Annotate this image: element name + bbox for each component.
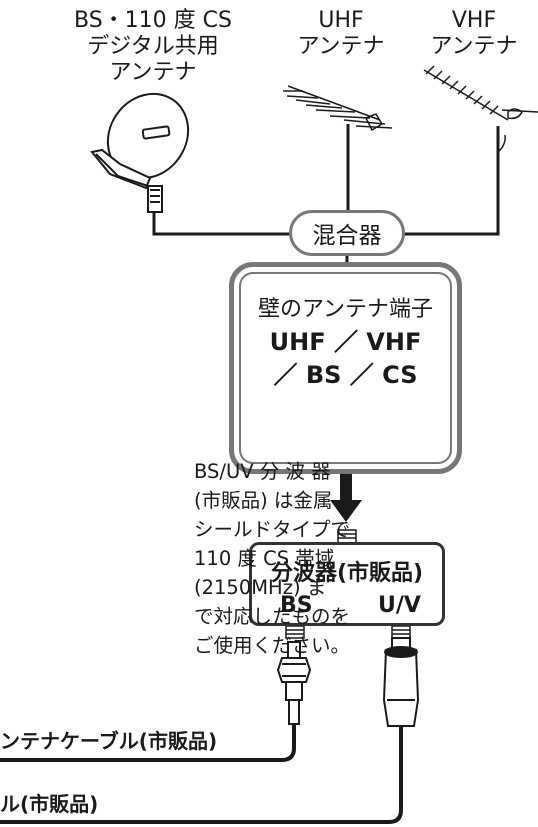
bs-cs-antenna-label-line3: アンテナ <box>109 60 197 85</box>
uhf-antenna-icon <box>283 85 393 132</box>
splitter-input-connector-icon <box>337 529 357 544</box>
splitter-port-uv-label: U/V <box>378 593 421 618</box>
antenna-cables <box>152 124 500 265</box>
vhf-antenna-label: VHF アンテナ <box>414 8 534 60</box>
coax-plug-icon <box>382 637 420 727</box>
bs-dish-icon <box>90 92 190 213</box>
cable-label: ル(市販品) <box>0 792 99 816</box>
note-line-5: (2150MHz) ま <box>194 576 327 599</box>
mixer-box: 混合器 <box>289 210 405 256</box>
splitter-title: 分波器(市販品) <box>270 561 424 586</box>
bs-cs-antenna-label: BS・110 度 CS デジタル共用 アンテナ <box>48 8 258 86</box>
uhf-antenna-label: UHF アンテナ <box>281 8 401 60</box>
note-line-4: 110 度 CS 帯域 <box>194 547 335 570</box>
vhf-antenna-label-line1: VHF <box>451 8 497 33</box>
note-line-3: シールドタイプで <box>194 518 351 541</box>
uhf-antenna-label-line1: UHF <box>318 8 364 33</box>
vhf-antenna-label-line2: アンテナ <box>430 34 518 59</box>
note-line-2: (市販品) は金属 <box>194 489 333 512</box>
wall-antenna-terminal: 壁のアンテナ端子 UHF ／ VHF ／ BS ／ CS <box>229 262 462 474</box>
uhf-antenna-label-line2: アンテナ <box>297 34 385 59</box>
splitter-box: 分波器(市販品) BS U/V <box>249 542 445 626</box>
note-line-7: ご使用ください。 <box>194 634 351 657</box>
output-cables <box>0 724 403 824</box>
splitter-output-connectors-icon <box>285 625 411 639</box>
vhf-antenna-icon <box>423 65 538 152</box>
antenna-cable-label: ンテナケーブル(市販品) <box>0 729 218 753</box>
wall-terminal-title: 壁のアンテナ端子 <box>257 297 434 322</box>
wall-terminal-bands-line1: UHF ／ VHF <box>269 328 422 356</box>
wall-terminal-inner-frame <box>239 272 452 464</box>
f-connector-plug-icon <box>276 641 312 725</box>
splitter-port-bs-label: BS <box>280 593 313 618</box>
note-line-6: で対応したものを <box>194 605 351 628</box>
bs-cs-antenna-label-line1: BS・110 度 CS <box>74 8 232 33</box>
note-line-1: BS/UV 分 波 器 <box>194 460 331 483</box>
mixer-label: 混合器 <box>312 223 382 249</box>
wall-terminal-bands-line2: ／ BS ／ CS <box>273 361 418 389</box>
bs-cs-antenna-label-line2: デジタル共用 <box>87 34 219 59</box>
splitter-note: BS/UV 分 波 器 (市販品) は金属 シールドタイプで 110 度 CS … <box>194 457 430 660</box>
